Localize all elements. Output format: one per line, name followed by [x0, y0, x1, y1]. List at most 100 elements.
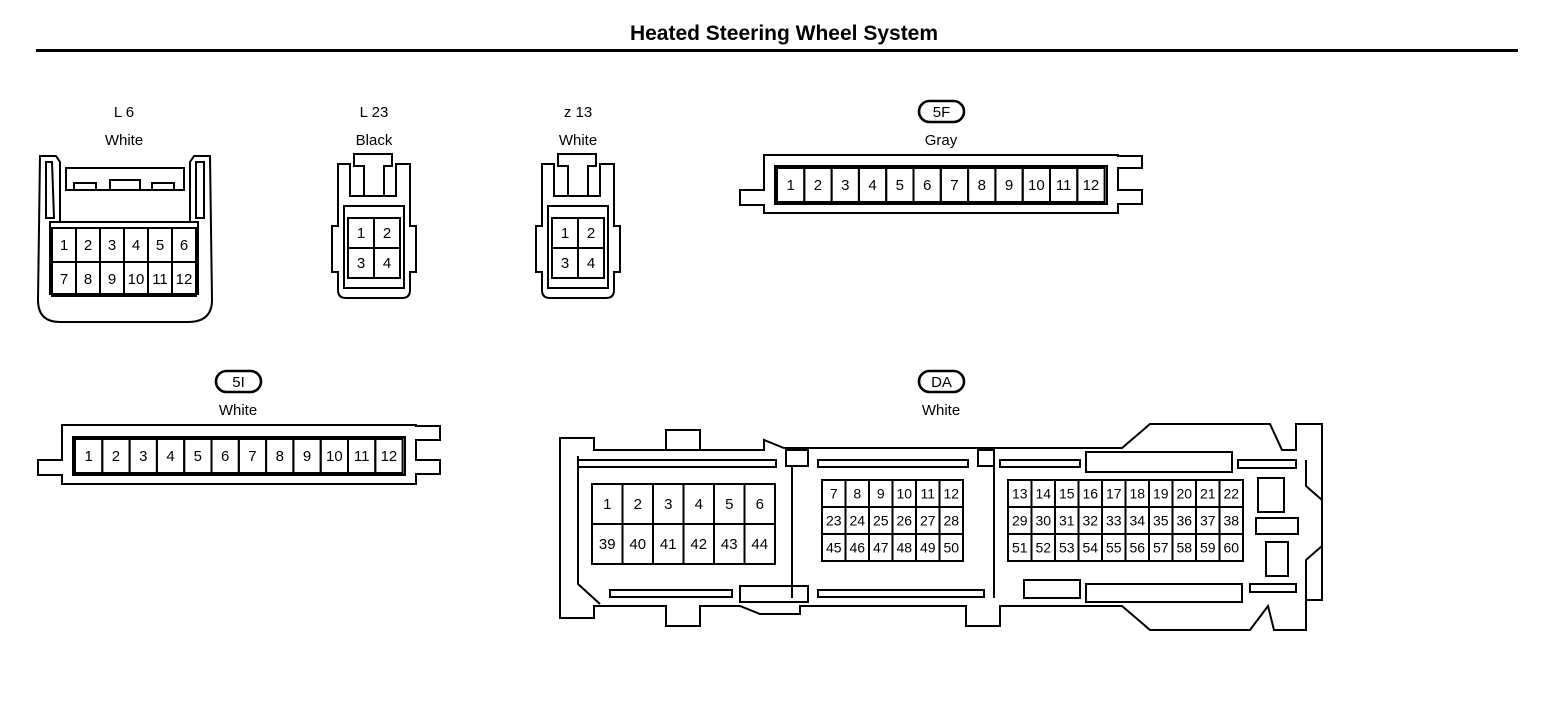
da-pin-37: 37 [1200, 513, 1216, 529]
diagram-title: Heated Steering Wheel System [629, 22, 939, 45]
5i-pin-7: 7 [248, 448, 256, 465]
l23-pin-4: 4 [383, 255, 391, 272]
5f-pin-8: 8 [978, 177, 986, 194]
l6-pin-11: 11 [152, 271, 168, 288]
connector-5i-color: White [219, 402, 257, 419]
l23-pin-3: 3 [357, 255, 365, 272]
da-pin-13: 13 [1012, 486, 1028, 502]
connector-5f-housing [739, 154, 1143, 214]
da-pin-8: 8 [853, 486, 861, 502]
z13-pin-2: 2 [587, 225, 595, 242]
5i-pin-12: 12 [381, 448, 398, 465]
connector-l23-housing [331, 163, 417, 299]
l6-pin-8: 8 [84, 271, 92, 288]
da-pin-24: 24 [849, 513, 865, 529]
l6-pin-3: 3 [108, 237, 116, 254]
title-rule [36, 49, 1518, 52]
connector-5f-code-badge [917, 99, 966, 124]
5f-pin-9: 9 [1005, 177, 1013, 194]
connector-l6-top-slot-left [73, 182, 97, 191]
da-pin-43: 43 [721, 536, 738, 553]
da-pin-7: 7 [830, 486, 838, 502]
connector-l23-inner-shell [343, 205, 405, 289]
connector-l6-latch-left [45, 161, 56, 219]
l6-pin-1: 1 [60, 237, 68, 254]
l6-cell-12 [171, 261, 197, 297]
connector-da-inner-left [577, 456, 601, 605]
connector-z13-code: z 13 [564, 104, 592, 121]
da-pin-15: 15 [1059, 486, 1075, 502]
connector-da-top-step [785, 449, 809, 467]
l23-cell-4 [373, 247, 401, 279]
connector-l6-code: L 6 [114, 104, 134, 121]
z13-pin-3: 3 [561, 255, 569, 272]
da-pin-5: 5 [725, 496, 733, 513]
l6-pin-5: 5 [156, 237, 164, 254]
da-pin-54: 54 [1082, 540, 1098, 556]
da-cell-50 [938, 533, 964, 562]
connector-da-color: White [922, 402, 960, 419]
connector-5f-face [774, 165, 1108, 205]
connector-z13-inner-shell [547, 205, 609, 289]
da-pin-6: 6 [756, 496, 764, 513]
connector-da-code: DA [931, 374, 952, 391]
da-pin-20: 20 [1176, 486, 1192, 502]
da-pin-23: 23 [826, 513, 842, 529]
connector-da-rail-a-bottom-2 [739, 585, 809, 603]
5i-pin-10: 10 [326, 448, 343, 465]
l23-pin-1: 1 [357, 225, 365, 242]
da-pin-53: 53 [1059, 540, 1075, 556]
da-pin-30: 30 [1035, 513, 1051, 529]
da-pin-18: 18 [1129, 486, 1145, 502]
l6-pin-10: 10 [128, 271, 145, 288]
da-pin-57: 57 [1153, 540, 1169, 556]
da-pin-19: 19 [1153, 486, 1169, 502]
connector-da-rail-a-bottom [609, 589, 733, 598]
da-cell-44 [743, 523, 776, 565]
5f-pin-1: 1 [786, 177, 794, 194]
connector-5i-housing [37, 424, 441, 485]
da-pin-47: 47 [873, 540, 889, 556]
da-pin-35: 35 [1153, 513, 1169, 529]
da-pin-22: 22 [1223, 486, 1239, 502]
da-cell-60 [1218, 533, 1244, 562]
5f-pin-5: 5 [896, 177, 904, 194]
l6-pin-12: 12 [176, 271, 193, 288]
5i-pin-5: 5 [194, 448, 202, 465]
da-pin-10: 10 [896, 486, 912, 502]
da-pin-45: 45 [826, 540, 842, 556]
connector-da-latch-flange [1305, 460, 1323, 600]
5i-pin-4: 4 [166, 448, 174, 465]
5f-pin-6: 6 [923, 177, 931, 194]
da-pin-9: 9 [877, 486, 885, 502]
5i-pin-3: 3 [139, 448, 147, 465]
connector-5i-code: 5I [232, 374, 245, 391]
5f-pin-3: 3 [841, 177, 849, 194]
l6-pin-7: 7 [60, 271, 68, 288]
5i-pin-9: 9 [303, 448, 311, 465]
da-pin-52: 52 [1035, 540, 1051, 556]
da-pin-27: 27 [920, 513, 936, 529]
connector-da-top-step-2 [977, 449, 995, 467]
da-pin-14: 14 [1035, 486, 1051, 502]
connector-da-latch-upper [1237, 459, 1297, 469]
5f-pin-2: 2 [814, 177, 822, 194]
da-pin-51: 51 [1012, 540, 1028, 556]
connector-5i-code-badge [214, 369, 263, 394]
l6-pin-4: 4 [132, 237, 140, 254]
da-pin-34: 34 [1129, 513, 1145, 529]
z13-cell-4 [577, 247, 605, 279]
connector-l23-code: L 23 [360, 104, 389, 121]
da-pin-4: 4 [695, 496, 703, 513]
da-pin-12: 12 [943, 486, 959, 502]
connector-da-rail-c-top-2 [1085, 451, 1233, 473]
